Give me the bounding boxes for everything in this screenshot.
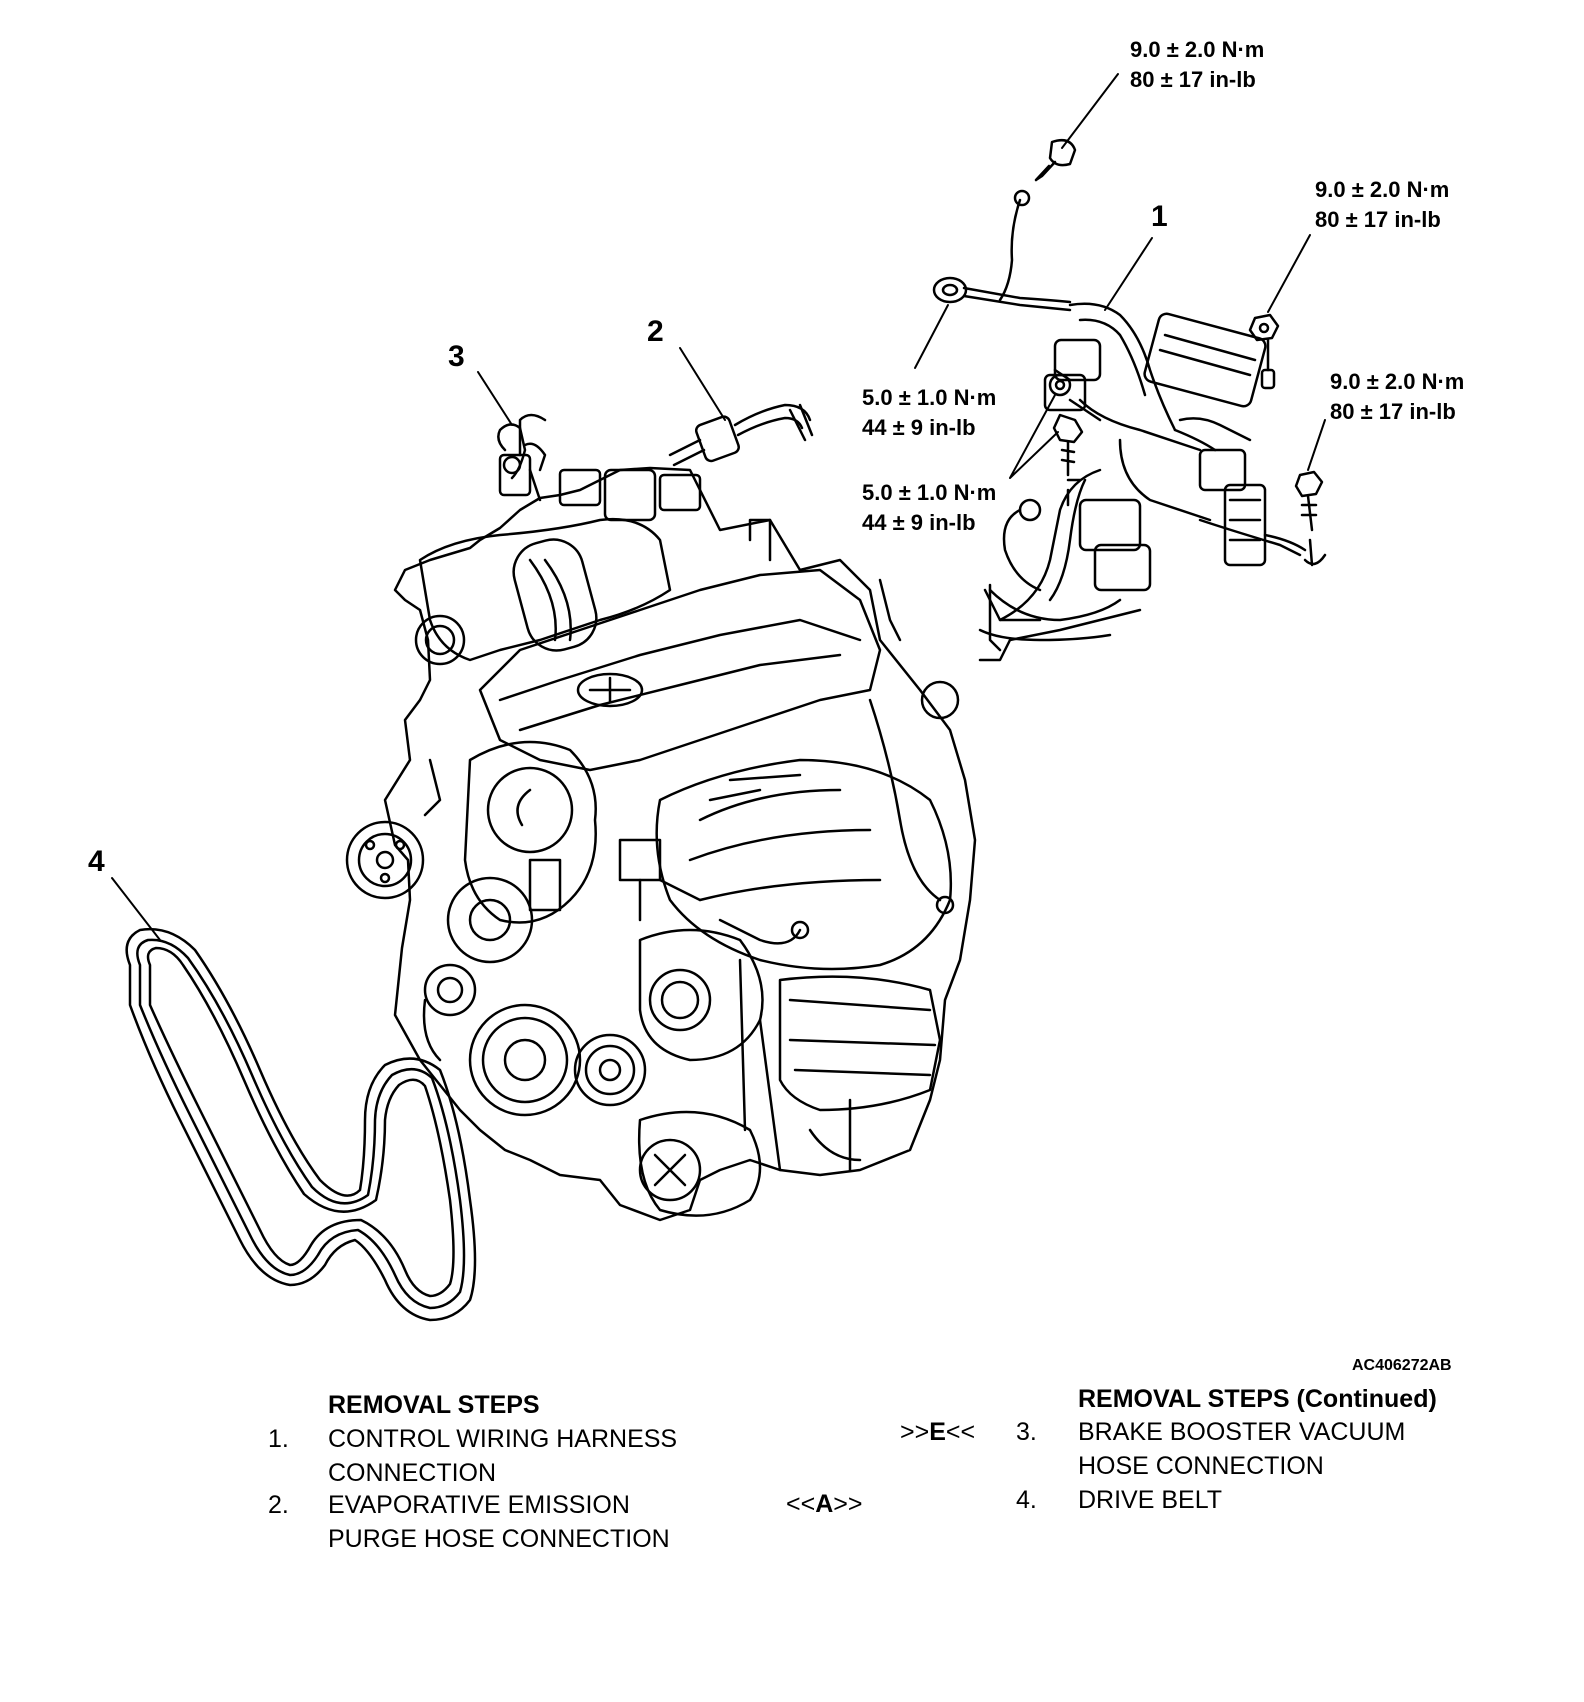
torque-nm: 5.0 ± 1.0 N·m	[862, 480, 997, 505]
code-post: <<	[945, 1418, 976, 1446]
torque-inlb: 80 ± 17 in-lb	[1330, 399, 1456, 424]
step-label-line2: HOSE CONNECTION	[1078, 1452, 1324, 1480]
callout-4: 4	[88, 845, 105, 878]
leader-torque-right	[1307, 419, 1326, 471]
code-letter: A	[815, 1490, 834, 1518]
step-label-line1: EVAPORATIVE EMISSION	[328, 1491, 630, 1519]
torque-spec-top: 9.0 ± 2.0 N·m 80 ± 17 in-lb	[1130, 35, 1264, 95]
torque-inlb: 44 ± 9 in-lb	[862, 415, 976, 440]
callout-2: 2	[647, 315, 664, 348]
step-procedure-code: <<A>>	[786, 1487, 862, 1521]
leader-2	[679, 347, 726, 421]
step-label-line1: CONTROL WIRING HARNESS	[328, 1425, 678, 1453]
leader-torque-mid-right	[1267, 234, 1311, 313]
removal-steps-heading: REMOVAL STEPS	[328, 1391, 540, 1419]
step-label: EVAPORATIVE EMISSION PURGE HOSE CONNECTI…	[328, 1488, 670, 1556]
torque-nm: 5.0 ± 1.0 N·m	[862, 385, 997, 410]
torque-inlb: 80 ± 17 in-lb	[1315, 207, 1441, 232]
figure-id: AC406272AB	[1352, 1357, 1452, 1374]
callout-3: 3	[448, 340, 465, 373]
step-number: 2.	[268, 1491, 289, 1519]
step-procedure-code: >>E<<	[900, 1415, 975, 1449]
step-number: 1.	[268, 1425, 289, 1453]
step-label: CONTROL WIRING HARNESS CONNECTION	[328, 1422, 677, 1490]
leader-torque-top	[1061, 73, 1119, 149]
torque-spec-right: 9.0 ± 2.0 N·m 80 ± 17 in-lb	[1330, 367, 1464, 427]
torque-spec-left-a: 5.0 ± 1.0 N·m 44 ± 9 in-lb	[862, 383, 996, 443]
removal-steps-continued-heading: REMOVAL STEPS (Continued)	[1078, 1385, 1437, 1413]
torque-inlb: 44 ± 9 in-lb	[862, 510, 976, 535]
torque-spec-mid-right: 9.0 ± 2.0 N·m 80 ± 17 in-lb	[1315, 175, 1449, 235]
torque-spec-left-b: 5.0 ± 1.0 N·m 44 ± 9 in-lb	[862, 478, 996, 538]
step-number: 3.	[1016, 1418, 1037, 1446]
code-post: >>	[833, 1490, 863, 1518]
step-label-line1: BRAKE BOOSTER VACUUM	[1078, 1418, 1406, 1446]
vacuum-hose-part	[497, 423, 547, 502]
step-label: BRAKE BOOSTER VACUUM HOSE CONNECTION	[1078, 1415, 1405, 1483]
engine-assembly	[345, 413, 977, 1222]
step-label-line2: PURGE HOSE CONNECTION	[328, 1525, 670, 1553]
torque-nm: 9.0 ± 2.0 N·m	[1130, 37, 1265, 62]
callout-1: 1	[1151, 200, 1168, 233]
leader-torque-left-b	[1009, 394, 1059, 479]
code-pre: <<	[786, 1490, 816, 1518]
step-number: 4.	[1016, 1486, 1037, 1514]
torque-nm: 9.0 ± 2.0 N·m	[1315, 177, 1450, 202]
leader-1	[1104, 237, 1153, 311]
step-label-line1: DRIVE BELT	[1078, 1486, 1223, 1514]
leader-lines	[111, 73, 1326, 941]
step-label: DRIVE BELT	[1078, 1483, 1222, 1517]
step-label-line2: CONNECTION	[328, 1459, 497, 1487]
leader-torque-left-a	[914, 304, 949, 369]
code-letter: E	[929, 1418, 946, 1446]
leader-4	[111, 877, 161, 941]
wiring-harness-part	[932, 139, 1327, 662]
torque-nm: 9.0 ± 2.0 N·m	[1330, 369, 1465, 394]
code-pre: >>	[900, 1418, 930, 1446]
leader-3	[477, 371, 513, 426]
torque-inlb: 80 ± 17 in-lb	[1130, 67, 1256, 92]
purge-hose-part	[668, 403, 814, 467]
drive-belt-part	[125, 927, 477, 1322]
